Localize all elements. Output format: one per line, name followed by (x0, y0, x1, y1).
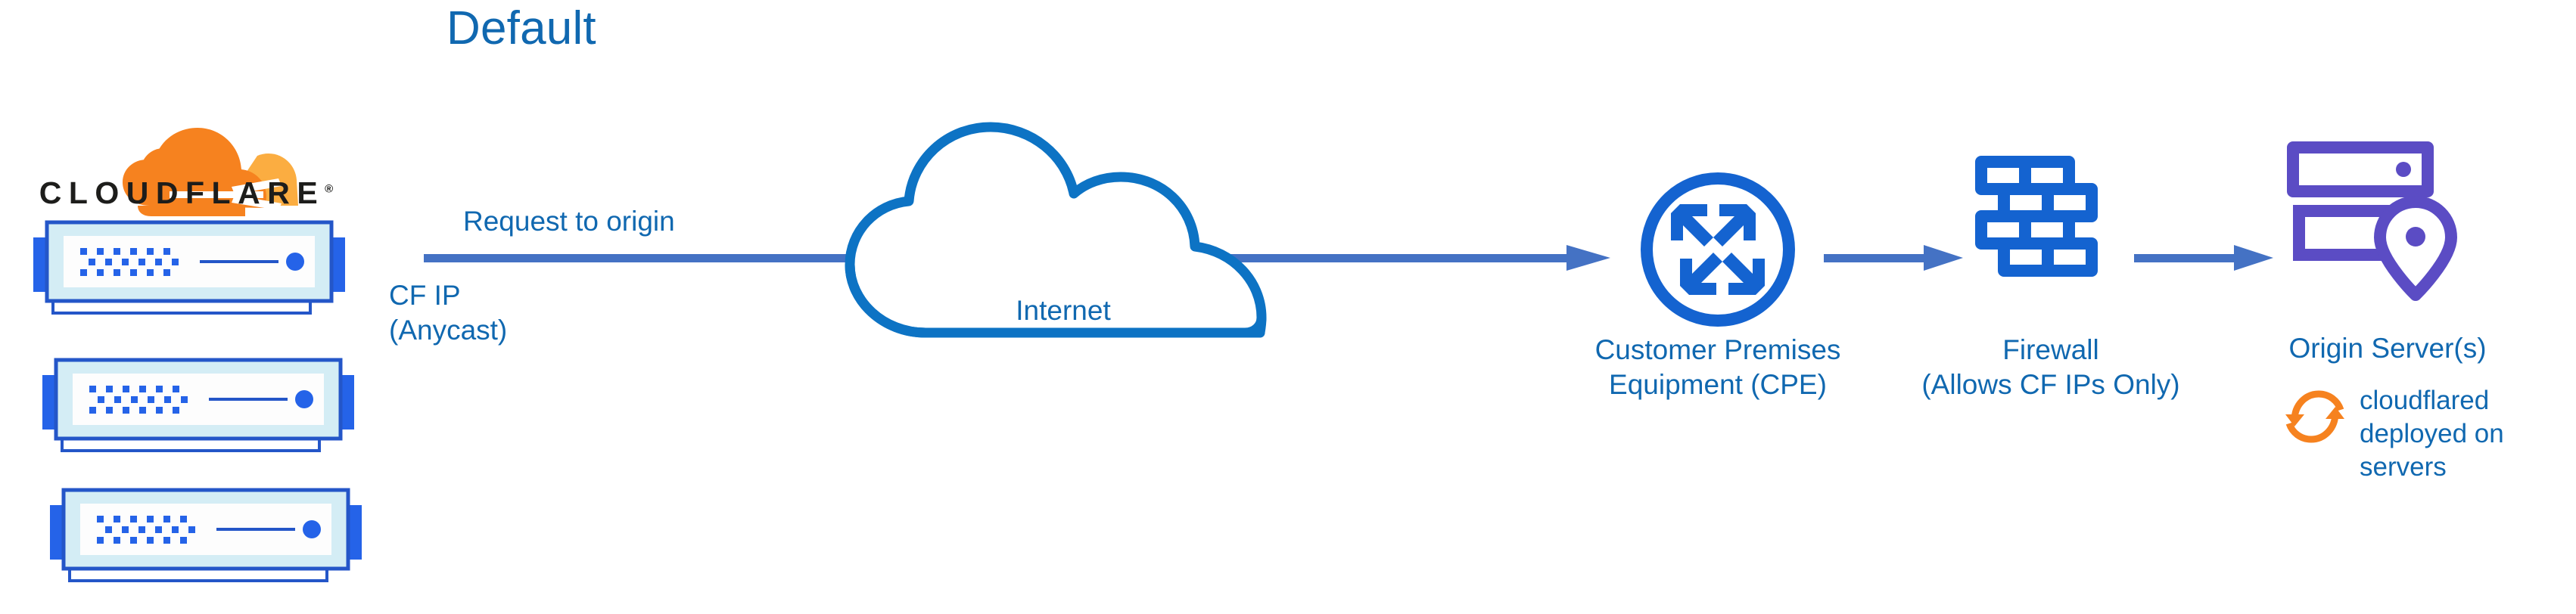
cpe-label-line-1: Customer Premises (1594, 334, 1841, 365)
cloudflare-logo-icon (123, 128, 298, 216)
firewall-label-line-1: Firewall (2002, 334, 2099, 365)
registered-mark-icon: ® (325, 182, 334, 196)
origin-server-label: Origin Server(s) (2288, 333, 2487, 364)
cpe-label: Customer Premises Equipment (CPE) (1529, 333, 1907, 403)
brick-wall-icon (1975, 156, 2098, 277)
router-four-arrows-icon (1641, 172, 1795, 327)
cf-ip-anycast-label: CF IP (Anycast) (389, 278, 507, 347)
cloudflared-line-3: servers (2360, 452, 2447, 482)
cf-ip-line-1: CF IP (389, 280, 461, 311)
cloudflare-wordmark: CLOUDFLARE® (35, 175, 338, 211)
cloudflare-edge-server-unit (50, 488, 362, 582)
firewall-label: Firewall (Allows CF IPs Only) (1892, 333, 2210, 403)
page-title: Default (446, 2, 596, 54)
cloud-outline-icon (845, 122, 1267, 338)
request-to-origin-label: Request to origin (463, 206, 675, 237)
arrow-cpe-to-firewall (1824, 245, 1963, 271)
cloudflare-edge-server-unit (42, 358, 354, 452)
cf-ip-line-2: (Anycast) (389, 314, 508, 346)
cloudflared-line-2: deployed on (2360, 419, 2504, 449)
server-rack-location-pin-icon (2287, 141, 2457, 301)
cpe-label-line-2: Equipment (CPE) (1609, 369, 1827, 401)
arrow-firewall-to-origin (2134, 245, 2273, 271)
cloudflared-annotation-label: cloudflared deployed on servers (2360, 384, 2564, 484)
sync-arrows-icon (2285, 390, 2344, 443)
firewall-label-line-2: (Allows CF IPs Only) (1921, 369, 2180, 401)
cloudflared-line-1: cloudflared (2360, 386, 2490, 415)
cloudflare-edge-server-unit (33, 220, 345, 315)
wordmark-text: CLOUDFLARE (39, 175, 325, 210)
